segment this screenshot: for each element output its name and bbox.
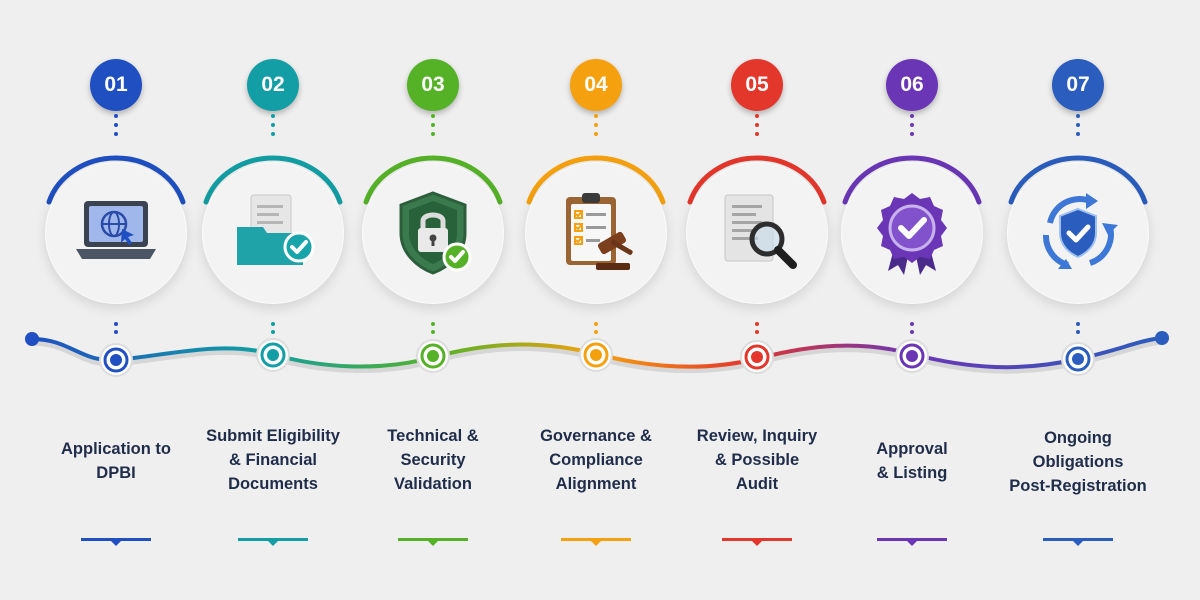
step-number-badge: 03	[407, 59, 459, 111]
step-label-line: Technical &	[387, 427, 479, 445]
step-underline	[81, 538, 151, 541]
step-underline-arrow	[427, 540, 439, 546]
clipboard-gavel-icon	[566, 193, 633, 270]
step-number-badge: 06	[886, 59, 938, 111]
step-underline	[722, 538, 792, 541]
step-label-line: Application to	[61, 440, 171, 458]
step-01: 01 Application to DPBI	[31, 0, 201, 600]
connector-dots-lower	[271, 322, 275, 338]
step-underline-arrow	[110, 540, 122, 546]
step-arc	[1008, 155, 1148, 205]
step-underline	[398, 538, 468, 541]
connector-dots-lower	[431, 322, 435, 338]
step-06: 06 Approval & Listing	[827, 0, 997, 600]
document-magnifier-icon	[724, 194, 797, 269]
step-underline-arrow	[751, 540, 763, 546]
step-number: 07	[1066, 73, 1090, 96]
step-number: 02	[261, 73, 285, 96]
step-icon-circle	[362, 162, 504, 304]
step-label-line: Documents	[228, 475, 318, 493]
step-label-line: Governance &	[540, 427, 652, 445]
connector-dots	[1076, 114, 1080, 140]
connector-dots	[755, 114, 759, 140]
step-label-line: Submit Eligibility	[206, 427, 340, 445]
step-label-line: Post-Registration	[1009, 477, 1147, 495]
step-label-line: & Possible	[714, 451, 800, 469]
document-folder-check-icon	[237, 194, 315, 265]
step-label: Application to DPBI	[31, 437, 201, 485]
step-number-badge: 02	[247, 59, 299, 111]
step-icon-circle	[202, 162, 344, 304]
step-arc	[363, 155, 503, 205]
step-number: 03	[421, 73, 445, 96]
step-icon-circle	[1007, 162, 1149, 304]
step-label-line: Alignment	[555, 475, 637, 493]
step-number: 04	[584, 73, 608, 96]
step-label-line: Obligations	[1032, 453, 1124, 471]
step-icon-circle	[45, 162, 187, 304]
step-label-line: Security	[400, 451, 466, 469]
step-label: Approval & Listing	[827, 437, 997, 485]
step-number-badge: 04	[570, 59, 622, 111]
connector-dots-lower	[1076, 322, 1080, 338]
step-number-badge: 01	[90, 59, 142, 111]
step-number: 05	[745, 73, 769, 96]
step-arc	[203, 155, 343, 205]
step-label-line: Approval	[876, 440, 948, 458]
step-icon-circle	[686, 162, 828, 304]
connector-dots	[594, 114, 598, 140]
shield-cycle-icon	[1043, 193, 1118, 269]
step-number-badge: 07	[1052, 59, 1104, 111]
step-label-line: Ongoing	[1044, 429, 1112, 447]
step-icon-circle	[841, 162, 983, 304]
connector-dots-lower	[910, 322, 914, 338]
step-number-badge: 05	[731, 59, 783, 111]
step-icon-circle	[525, 162, 667, 304]
step-underline	[238, 538, 308, 541]
award-badge-check-icon	[877, 193, 947, 275]
step-label-line: Compliance	[549, 451, 643, 469]
step-number: 01	[104, 73, 128, 96]
step-underline	[561, 538, 631, 541]
step-underline	[1043, 538, 1113, 541]
step-underline-arrow	[1072, 540, 1084, 546]
step-arc	[687, 155, 827, 205]
connector-dots	[271, 114, 275, 140]
step-label-line: Validation	[394, 475, 472, 493]
step-arc	[46, 155, 186, 205]
connector-dots	[114, 114, 118, 140]
step-label-line: Review, Inquiry	[696, 427, 818, 445]
step-underline	[877, 538, 947, 541]
laptop-globe-icon	[76, 201, 156, 259]
step-label-line: & Listing	[876, 464, 948, 482]
step-number: 06	[900, 73, 924, 96]
connector-dots-lower	[594, 322, 598, 338]
connector-dots-lower	[755, 322, 759, 338]
step-underline-arrow	[906, 540, 918, 546]
connector-dots	[910, 114, 914, 140]
step-label-line: & Financial	[228, 451, 318, 469]
step-label-line: Audit	[735, 475, 779, 493]
connector-dots-lower	[114, 322, 118, 338]
step-arc	[842, 155, 982, 205]
connector-dots	[431, 114, 435, 140]
step-underline-arrow	[590, 540, 602, 546]
shield-lock-icon	[399, 191, 472, 275]
step-underline-arrow	[267, 540, 279, 546]
step-label-line: DPBI	[96, 464, 136, 482]
step-arc	[526, 155, 666, 205]
